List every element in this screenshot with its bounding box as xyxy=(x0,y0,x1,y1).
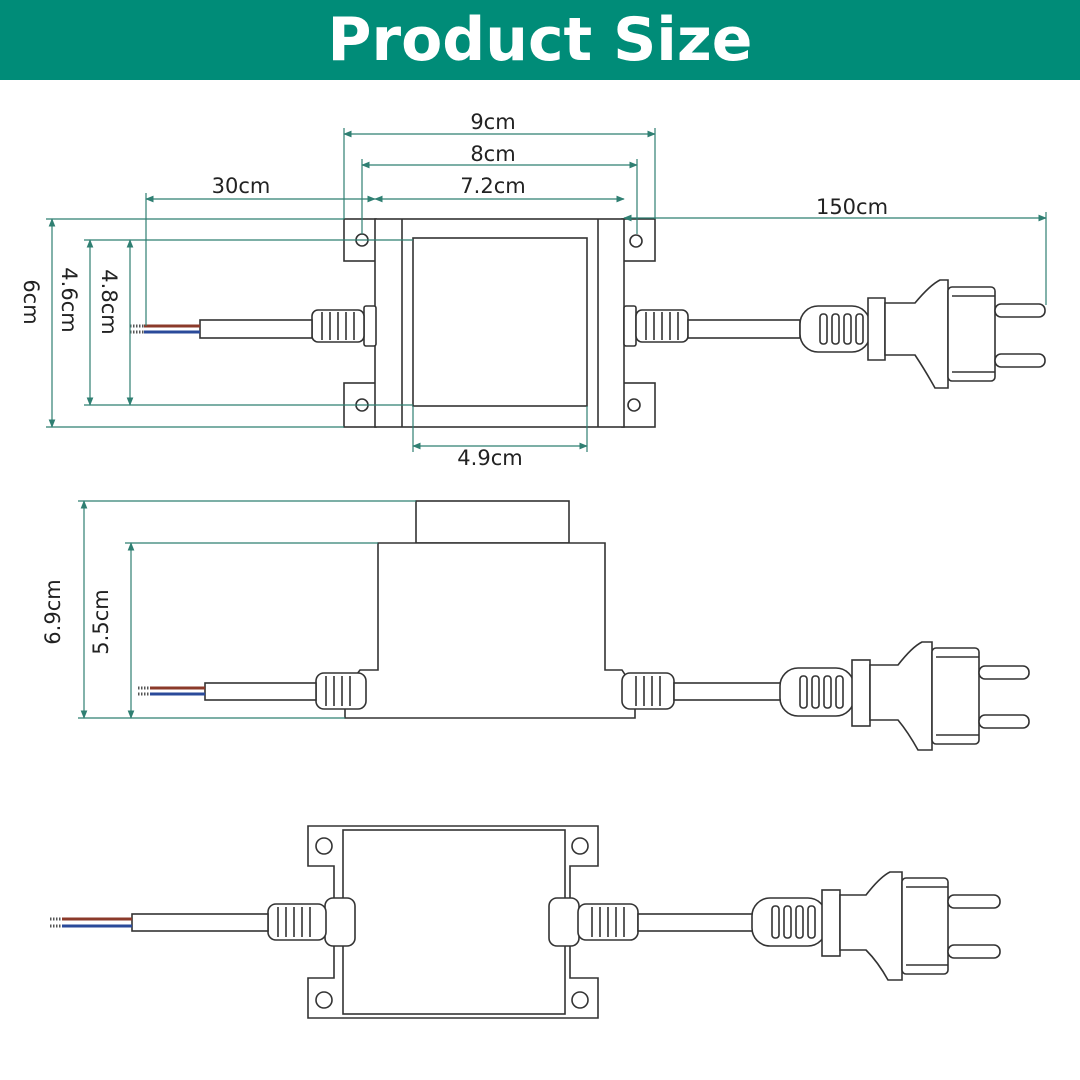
output-cable xyxy=(637,913,755,932)
plug-pin xyxy=(994,303,1046,318)
cable-gland-left xyxy=(324,897,356,947)
output-cable xyxy=(687,319,801,339)
output-cable xyxy=(673,682,783,701)
input-cable xyxy=(131,913,269,932)
dim-label-height-body: 5.5cm xyxy=(89,589,113,654)
side-view: 6.9cm 5.5cm xyxy=(41,500,1030,751)
cable-gland-right xyxy=(548,897,580,947)
dim-label-depth-holes: 4.8cm xyxy=(97,269,121,334)
mounting-hole xyxy=(571,991,589,1009)
dim-label-output-cable: 150cm xyxy=(816,195,888,219)
cable-gland-right xyxy=(623,305,637,347)
dim-label-depth-outer: 6cm xyxy=(19,279,43,324)
dim-label-depth-top: 4.6cm xyxy=(57,267,81,332)
plug-pin xyxy=(994,353,1046,368)
cable-strain-relief-right xyxy=(621,672,675,710)
cable-strain-relief-left xyxy=(315,672,367,710)
dim-label-width-outer: 9cm xyxy=(470,110,515,134)
dim-label-height-total: 6.9cm xyxy=(41,579,65,644)
page-title: Product Size xyxy=(327,5,753,75)
mounting-hole xyxy=(315,991,333,1009)
mounting-tab-bottom-right xyxy=(621,382,656,428)
mounting-hole xyxy=(629,234,643,248)
schuko-plug xyxy=(779,641,1030,751)
plug-pin xyxy=(978,665,1030,680)
top-cap-side xyxy=(415,500,570,544)
dim-label-top-width: 4.9cm xyxy=(457,446,522,470)
schuko-plug xyxy=(751,871,1001,981)
plug-pin xyxy=(947,894,1001,909)
dim-label-input-cable: 30cm xyxy=(212,174,271,198)
transformer-base-outline xyxy=(307,825,599,1019)
plug-pin xyxy=(947,944,1001,959)
mounting-hole xyxy=(571,837,589,855)
schuko-plug xyxy=(799,279,1046,389)
input-cable xyxy=(199,319,313,339)
title-banner: Product Size xyxy=(0,0,1080,80)
top-cap xyxy=(412,237,588,407)
dimension-lines-side xyxy=(78,500,416,719)
cable-gland-left xyxy=(363,305,377,347)
plug-pin xyxy=(978,714,1030,729)
top-view: 9cm 8cm 7.2cm 30cm 150cm 4.9cm 6cm 4.6cm… xyxy=(19,110,1047,470)
transformer-body-side xyxy=(344,542,636,719)
dimension-lines-top xyxy=(46,128,1047,452)
mounting-tab-top-right xyxy=(621,218,656,262)
mounting-hole xyxy=(315,837,333,855)
mounting-hole xyxy=(627,398,641,412)
bottom-view xyxy=(50,825,1001,1019)
cable-strain-relief-left xyxy=(267,903,327,941)
transformer-body xyxy=(374,218,625,428)
dim-label-width-holes: 8cm xyxy=(470,142,515,166)
input-cable xyxy=(204,682,317,701)
dim-label-width-body: 7.2cm xyxy=(460,174,525,198)
